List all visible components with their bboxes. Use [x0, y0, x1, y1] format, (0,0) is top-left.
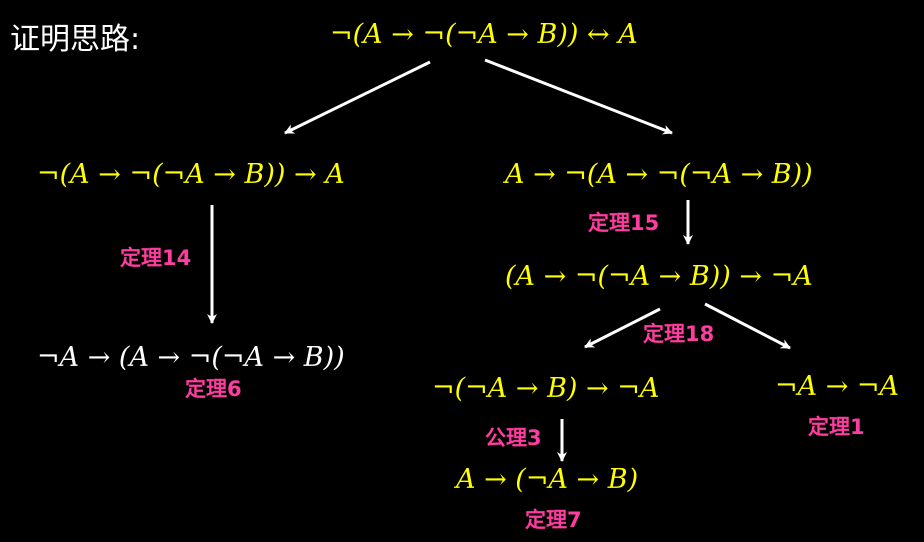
root-formula: ¬(A → ¬(¬A → B)) ↔ A: [330, 19, 638, 50]
right-top-formula: A → ¬(A → ¬(¬A → B)): [505, 159, 813, 190]
theorem18-label: 定理18: [643, 322, 715, 346]
right-bottom-formula: A → (¬A → B): [456, 464, 639, 495]
arrow-mid-to-left: [584, 307, 661, 349]
left-bottom-formula: ¬A → (A → ¬(¬A → B)): [37, 342, 345, 373]
theorem7-label: 定理7: [525, 508, 582, 532]
arrow-root-to-left: [284, 60, 431, 135]
right-mid-formula: (A → ¬(¬A → B)) → ¬A: [505, 261, 813, 292]
right-left-formula: ¬(¬A → B) → ¬A: [432, 373, 660, 404]
arrow-root-to-right: [484, 58, 673, 135]
theorem15-label: 定理15: [588, 211, 660, 235]
theorem1-label: 定理1: [808, 415, 865, 439]
left-top-formula: ¬(A → ¬(¬A → B)) → A: [37, 159, 345, 190]
right-right-formula: ¬A → ¬A: [775, 371, 900, 402]
arrow-mid-to-right: [704, 302, 791, 350]
theorem14-label: 定理14: [120, 246, 192, 270]
theorem6-label: 定理6: [185, 377, 242, 401]
axiom3-label: 公理3: [485, 426, 542, 450]
proof-outline-title: 证明思路:: [10, 22, 141, 57]
